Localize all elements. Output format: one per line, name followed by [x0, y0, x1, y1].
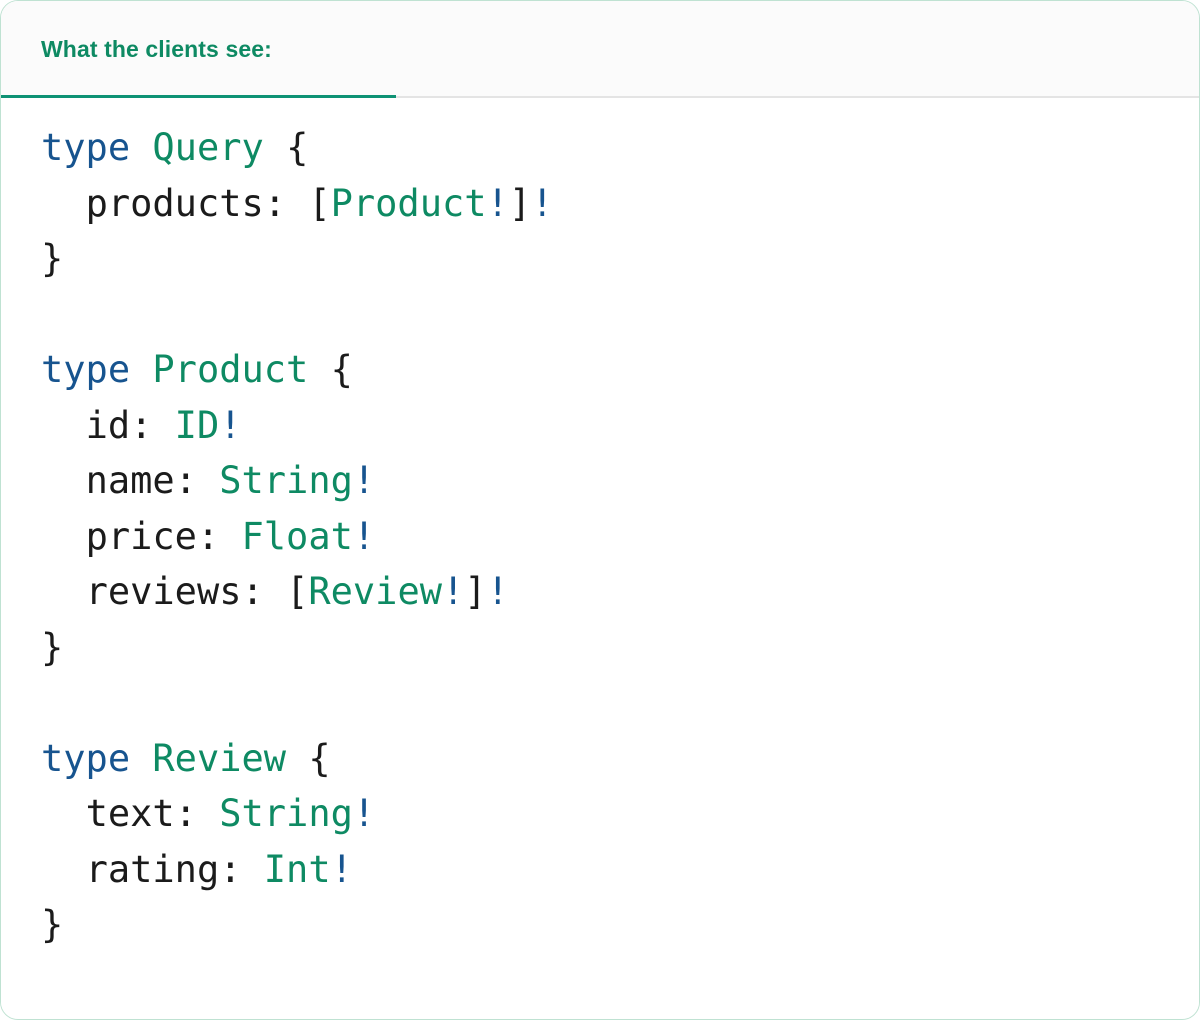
code-line: type Review {	[41, 731, 1199, 787]
tab-bar: What the clients see:	[1, 1, 1199, 98]
code-line: id: ID!	[41, 398, 1199, 454]
code-token-plain	[130, 348, 152, 391]
code-token-plain	[152, 404, 174, 447]
code-line: name: String!	[41, 453, 1199, 509]
code-token-type_name: Review	[308, 570, 442, 613]
active-tab-underline	[1, 95, 396, 98]
code-token-punctuation: ]	[464, 570, 487, 613]
code-token-plain	[130, 737, 152, 780]
code-line: text: String!	[41, 786, 1199, 842]
code-token-type_name: String	[219, 459, 353, 502]
code-token-plain	[264, 570, 286, 613]
code-line: }	[41, 897, 1199, 953]
code-token-punctuation: }	[41, 237, 64, 280]
code-line: type Query {	[41, 120, 1199, 176]
code-token-punctuation: {	[286, 126, 309, 169]
code-token-plain	[130, 126, 152, 169]
code-line: rating: Int!	[41, 842, 1199, 898]
code-blank-line: ​	[41, 287, 1199, 343]
code-token-plain	[41, 570, 86, 613]
code-token-punctuation: }	[41, 625, 64, 669]
code-line: }	[41, 231, 1199, 287]
code-token-plain	[219, 515, 241, 558]
code-line: products: [Product!]!	[41, 176, 1199, 232]
code-line: type Product {	[41, 342, 1199, 398]
code-token-type_name: Query	[152, 126, 264, 169]
tab-label: What the clients see:	[41, 36, 272, 62]
code-token-non_null_bang: !	[486, 570, 509, 613]
code-line: }	[41, 620, 1199, 676]
code-token-type_name: Float	[241, 514, 353, 558]
code-token-plain	[264, 126, 286, 169]
code-token-non_null_bang: !	[219, 403, 242, 447]
code-line: price: Float!	[41, 509, 1199, 565]
code-token-punctuation: {	[330, 348, 353, 391]
code-token-plain	[197, 459, 219, 502]
code-token-plain	[286, 182, 308, 225]
code-token-field_name: reviews:	[85, 570, 264, 613]
code-token-punctuation: [	[286, 570, 309, 613]
code-token-type_name: Review	[152, 736, 287, 780]
code-token-plain	[197, 792, 219, 835]
code-token-field_name: price:	[85, 514, 220, 558]
code-token-field_name: text:	[85, 792, 197, 835]
code-token-type_name: String	[219, 792, 353, 835]
code-token-plain	[41, 792, 86, 835]
tab-what-the-clients-see[interactable]: What the clients see:	[1, 1, 396, 98]
code-token-keyword: type	[41, 348, 131, 391]
code-token-type_name: Int	[263, 847, 331, 891]
code-token-plain	[41, 459, 86, 502]
code-token-non_null_bang: !	[352, 459, 376, 502]
code-token-non_null_bang: !	[330, 847, 353, 891]
code-token-punctuation: }	[41, 903, 64, 946]
code-token-type_name: Product	[330, 181, 487, 225]
code-token-keyword: type	[41, 126, 131, 169]
code-token-punctuation: [	[308, 181, 331, 225]
code-line: reviews: [Review!]!	[41, 564, 1199, 620]
code-token-field_name: id:	[85, 403, 153, 447]
code-token-non_null_bang: !	[531, 181, 554, 225]
code-token-punctuation: ]	[508, 181, 532, 225]
code-token-field_name: rating:	[85, 847, 242, 891]
code-token-non_null_bang: !	[486, 181, 509, 225]
code-blank-line: ​	[41, 675, 1199, 731]
code-token-plain	[286, 737, 308, 780]
code-token-non_null_bang: !	[352, 514, 376, 558]
graphql-schema-code: type Query { products: [Product!]!}​type…	[41, 120, 1199, 953]
code-token-field_name: name:	[85, 459, 197, 502]
code-token-plain	[41, 515, 86, 558]
code-token-non_null_bang: !	[442, 570, 465, 613]
code-token-non_null_bang: !	[352, 792, 376, 835]
code-token-type_name: Product	[152, 348, 309, 391]
code-token-keyword: type	[41, 736, 131, 780]
code-token-plain	[41, 404, 86, 447]
code-token-type_name: ID	[174, 403, 220, 447]
code-token-punctuation: {	[308, 736, 331, 780]
code-token-plain	[41, 182, 86, 225]
code-token-plain	[242, 848, 264, 891]
code-token-plain	[308, 348, 330, 391]
code-token-plain	[41, 848, 86, 891]
code-token-field_name: products:	[85, 181, 287, 225]
code-viewer[interactable]: type Query { products: [Product!]!}​type…	[1, 98, 1199, 1018]
